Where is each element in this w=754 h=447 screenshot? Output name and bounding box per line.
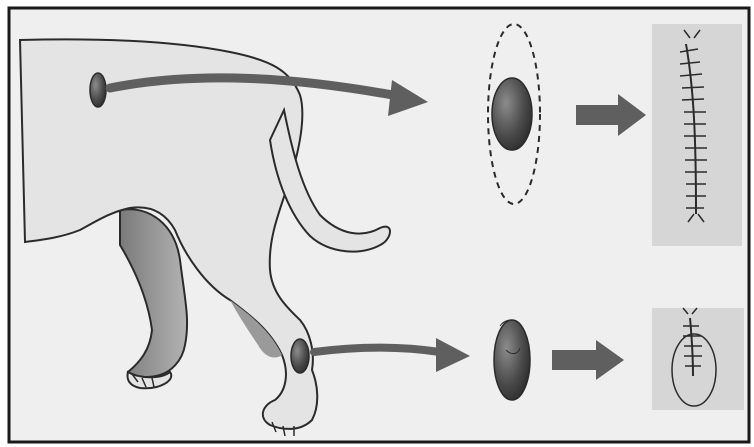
small-lesion-icon	[494, 320, 530, 400]
suture-icon	[652, 308, 744, 410]
suture-icon	[652, 24, 742, 246]
leg-lesion-icon	[291, 339, 309, 373]
flank-lesion-icon	[90, 73, 106, 107]
